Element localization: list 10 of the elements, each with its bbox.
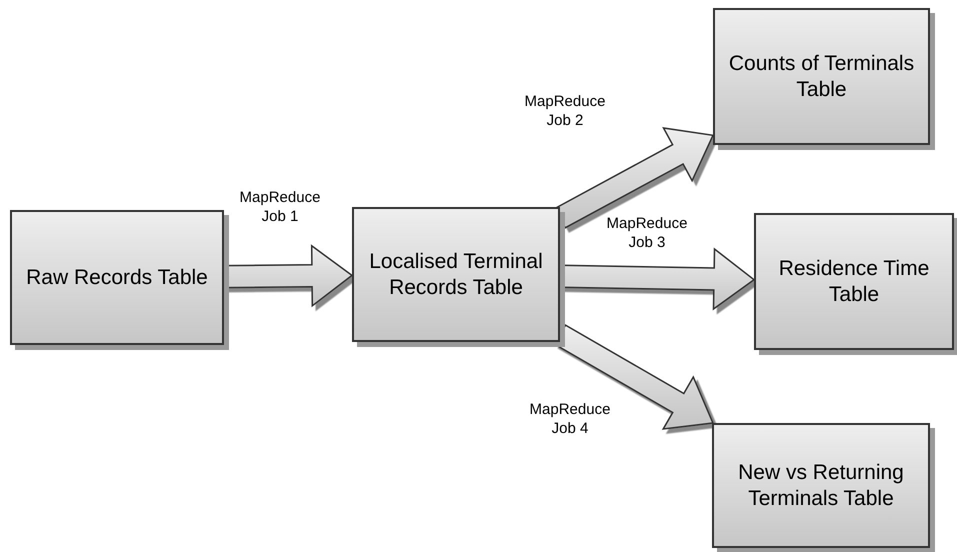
edge-label: MapReduce Job 4 [528,400,612,438]
table-name: Counts of Terminals Table [728,50,916,102]
edge-label: MapReduce Job 1 [238,188,322,226]
table-name: New vs Returning Terminals Table [737,460,905,512]
edge-label: MapReduce Job 2 [524,92,606,130]
table-name: Localised Terminal Records Table [368,248,544,300]
edge-label: MapReduce Job 3 [606,214,688,252]
table-name: Raw Records Table [26,264,208,290]
table-name: Residence Time Table [778,256,930,308]
block-arrow [554,127,714,229]
